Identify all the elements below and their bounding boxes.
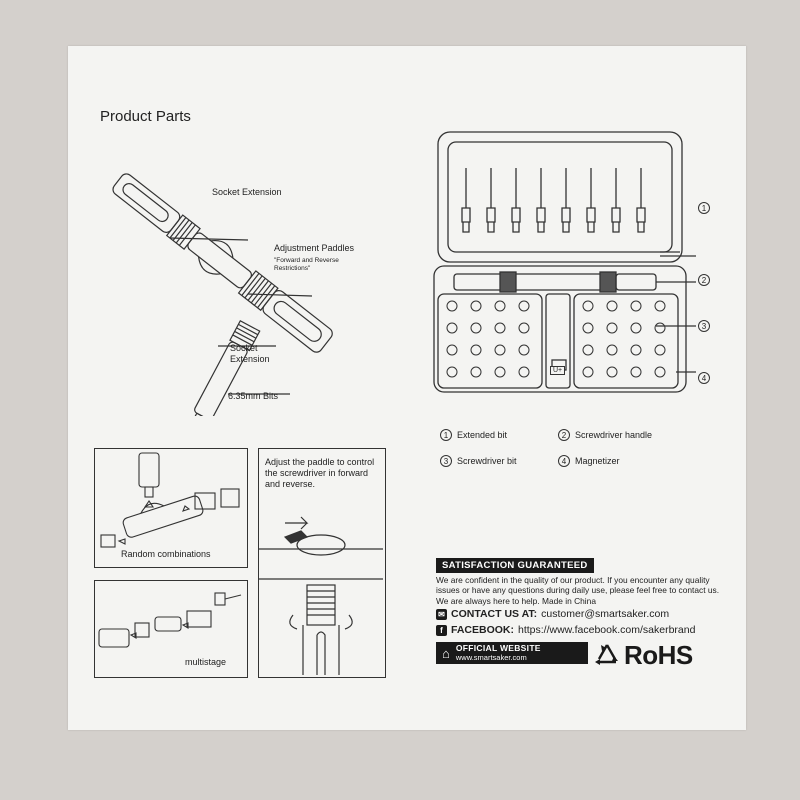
legend-num: 4 <box>558 455 570 467</box>
rohs-mark: RoHS <box>624 640 693 670</box>
legend-item-2: 2 Screwdriver handle <box>558 429 652 441</box>
website-badge[interactable]: ⌂ OFFICIAL WEBSITE www.smartsaker.com <box>436 642 588 664</box>
panel-paddle: Adjust the paddle to control the screwdr… <box>258 448 386 678</box>
case-label: U+ <box>550 366 566 375</box>
panel-random-combinations: Random combinations <box>94 448 248 568</box>
contact-facebook-row: f FACEBOOK: https://www.facebook.com/sak… <box>436 624 695 636</box>
multistage-illustration <box>98 592 242 648</box>
label-bits: 6.35mm Bits <box>228 391 279 401</box>
legend-text: Screwdriver handle <box>575 430 653 440</box>
callout-1: 1 <box>698 202 710 214</box>
website-url: www.smartsaker.com <box>455 653 527 662</box>
legend-text: Magnetizer <box>575 456 620 466</box>
legend-num: 3 <box>440 455 452 467</box>
paddle-instruction: Adjust the paddle to control the screwdr… <box>265 457 375 489</box>
legend-item-4: 4 Magnetizer <box>558 455 620 467</box>
mail-icon: ✉ <box>436 608 447 620</box>
page-title: Product Parts <box>100 108 191 125</box>
panel-multistage: multistage <box>94 580 248 678</box>
callout-4: 4 <box>698 372 710 384</box>
guarantee-body: We are confident in the quality of our p… <box>436 575 720 606</box>
instruction-sheet: Product Parts <box>68 46 746 730</box>
contact-facebook[interactable]: https://www.facebook.com/sakerbrand <box>518 624 696 636</box>
contact-email-label: CONTACT US AT: <box>451 608 538 620</box>
legend-num: 1 <box>440 429 452 441</box>
legend-num: 2 <box>558 429 570 441</box>
contact-facebook-label: FACEBOOK: <box>451 624 514 636</box>
contact-email[interactable]: customer@smartsaker.com <box>541 608 670 620</box>
label-socket-extension-bottom: Socket Extension <box>230 343 270 364</box>
guarantee-heading: SATISFACTION GUARANTEED <box>436 558 594 573</box>
callout-3: 3 <box>698 320 710 332</box>
screwdriver-illustration <box>112 173 333 416</box>
recycle-icon <box>595 644 618 665</box>
paddle-illustration <box>259 516 383 675</box>
legend-item-1: 1 Extended bit <box>440 429 507 441</box>
caption-random-combinations: Random combinations <box>121 549 211 559</box>
case-diagram <box>433 131 696 393</box>
random-combinations-illustration <box>100 452 240 548</box>
callout-2: 2 <box>698 274 710 286</box>
label-restrictions-note: "Forward and Reverse Restrictions" <box>274 257 339 272</box>
label-socket-extension-top: Socket Extension <box>212 187 282 197</box>
label-adjustment-paddles: Adjustment Paddles <box>274 243 355 253</box>
legend-text: Extended bit <box>457 430 508 440</box>
contact-email-row: ✉ CONTACT US AT: customer@smartsaker.com <box>436 608 669 620</box>
home-icon: ⌂ <box>442 645 450 661</box>
legend-item-3: 3 Screwdriver bit <box>440 455 517 467</box>
website-label: OFFICIAL WEBSITE <box>455 643 541 653</box>
legend-text: Screwdriver bit <box>457 456 517 466</box>
facebook-icon: f <box>436 624 447 636</box>
caption-multistage: multistage <box>185 657 227 667</box>
